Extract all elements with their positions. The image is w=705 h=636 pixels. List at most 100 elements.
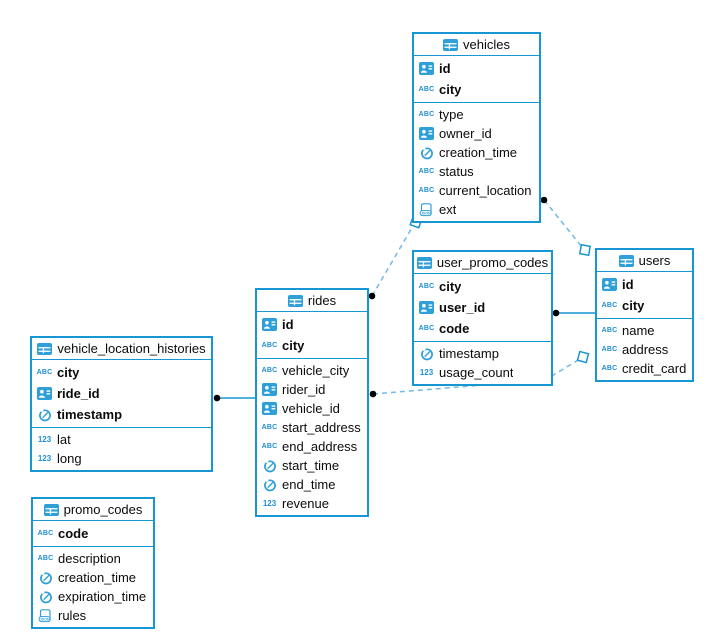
column-row-id[interactable]: id: [414, 58, 539, 79]
column-name: lat: [57, 432, 71, 447]
column-row-creation_time[interactable]: creation_time: [33, 568, 153, 587]
column-name: end_address: [282, 439, 358, 454]
id-card-icon: [261, 402, 278, 415]
relation-endpoint-square: [576, 350, 590, 364]
number-123-icon: 123: [37, 435, 52, 444]
column-row-timestamp[interactable]: timestamp: [414, 344, 551, 363]
relation-vehicles-users[interactable]: [543, 199, 583, 248]
column-row-ride_id[interactable]: ride_id: [32, 383, 211, 404]
relation-endpoint-square: [578, 243, 592, 257]
column-row-start_time[interactable]: start_time: [257, 456, 367, 475]
column-row-lat[interactable]: 123 lat: [32, 430, 211, 449]
table-grid-icon: [618, 254, 634, 267]
column-name: rules: [58, 608, 87, 623]
column-name: id: [282, 317, 294, 332]
abc-type-icon: ABC: [601, 327, 618, 334]
column-row-city[interactable]: ABC city: [414, 276, 551, 297]
table-header[interactable]: user_promo_codes: [414, 252, 551, 274]
column-row-rules[interactable]: JSON rules: [33, 606, 153, 625]
relation-endpoint-dot: [213, 394, 221, 402]
column-name: city: [439, 82, 462, 97]
relation-rides-vehicles[interactable]: [371, 225, 414, 297]
table-header[interactable]: vehicle_location_histories: [32, 338, 211, 360]
column-row-user_id[interactable]: user_id: [414, 297, 551, 318]
table-header[interactable]: vehicles: [414, 34, 539, 56]
table-title: vehicles: [463, 37, 510, 52]
clock-icon: [261, 478, 278, 492]
table-header[interactable]: promo_codes: [33, 499, 153, 521]
table-title: promo_codes: [63, 502, 143, 517]
abc-type-icon: ABC: [261, 367, 278, 374]
column-name: address: [622, 342, 669, 357]
column-name: usage_count: [439, 365, 514, 380]
table-grid-icon: [443, 38, 459, 51]
table-grid-icon: [416, 256, 432, 269]
column-row-city[interactable]: ABC city: [257, 335, 367, 356]
table-header[interactable]: users: [597, 250, 692, 272]
abc-type-icon: ABC: [261, 342, 278, 349]
clock-icon: [261, 459, 278, 473]
abc-type-icon: ABC: [601, 365, 618, 372]
column-row-vehicle_id[interactable]: vehicle_id: [257, 399, 367, 418]
table-title: rides: [307, 293, 337, 308]
table-header[interactable]: rides: [257, 290, 367, 312]
column-name: city: [282, 338, 305, 353]
relation-endpoint-dot: [368, 292, 376, 300]
id-card-icon: [36, 387, 53, 400]
id-card-icon: [418, 62, 435, 75]
column-row-creation_time[interactable]: creation_time: [414, 143, 539, 162]
column-name: vehicle_id: [282, 401, 340, 416]
column-row-rider_id[interactable]: rider_id: [257, 380, 367, 399]
column-name: city: [439, 279, 462, 294]
column-name: code: [58, 526, 89, 541]
abc-type-icon: ABC: [418, 283, 435, 290]
column-row-timestamp[interactable]: timestamp: [32, 404, 211, 425]
column-row-id[interactable]: id: [597, 274, 692, 295]
json-doc-icon: JSON: [37, 608, 54, 623]
column-name: rider_id: [282, 382, 326, 397]
column-name: timestamp: [57, 407, 123, 422]
clock-icon: [37, 590, 54, 604]
column-row-id[interactable]: id: [257, 314, 367, 335]
id-card-icon: [601, 278, 618, 291]
column-row-end_time[interactable]: end_time: [257, 475, 367, 494]
column-row-owner_id[interactable]: owner_id: [414, 124, 539, 143]
column-name: timestamp: [439, 346, 499, 361]
column-name: city: [57, 365, 80, 380]
column-row-expiration_time[interactable]: expiration_time: [33, 587, 153, 606]
abc-type-icon: ABC: [261, 424, 278, 431]
column-name: revenue: [282, 496, 329, 511]
svg-text:JSON: JSON: [421, 211, 431, 215]
id-card-icon: [261, 318, 278, 331]
